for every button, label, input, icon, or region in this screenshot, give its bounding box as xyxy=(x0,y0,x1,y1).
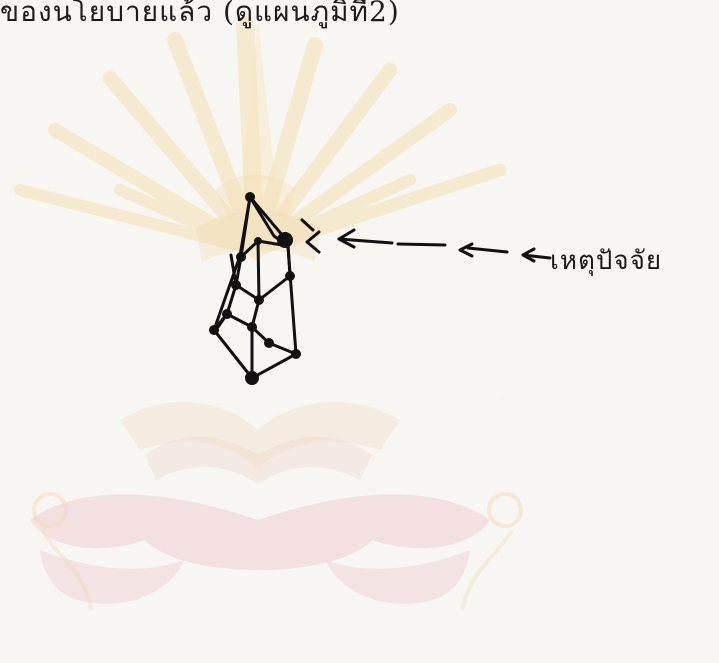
causal-factor-label: เหตุปัจจัย xyxy=(550,240,662,281)
